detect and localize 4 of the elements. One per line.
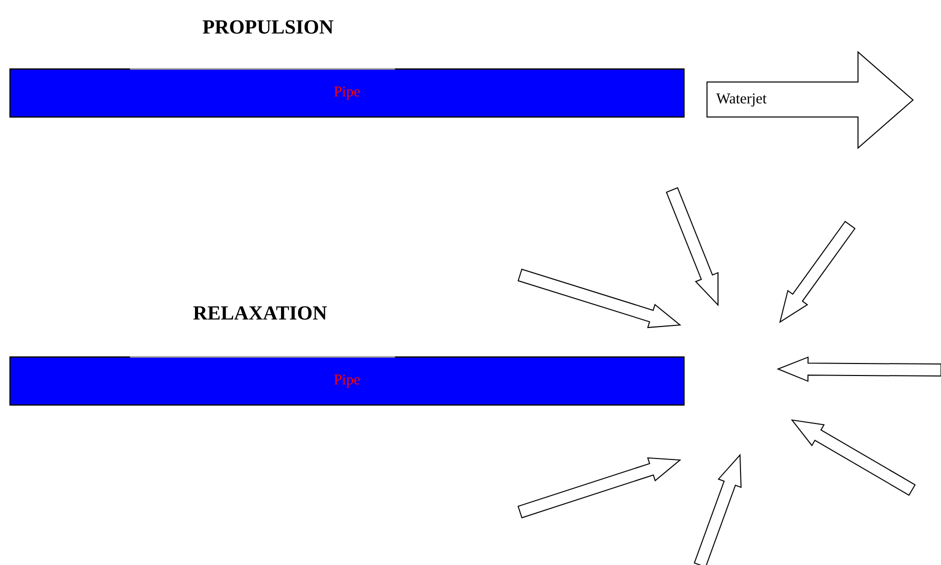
pipe-bar: Pipe [9, 68, 685, 118]
section-heading: RELAXATION [193, 306, 327, 320]
section-heading: PROPULSION [202, 20, 334, 34]
pipe-bar: Pipe [9, 356, 685, 406]
